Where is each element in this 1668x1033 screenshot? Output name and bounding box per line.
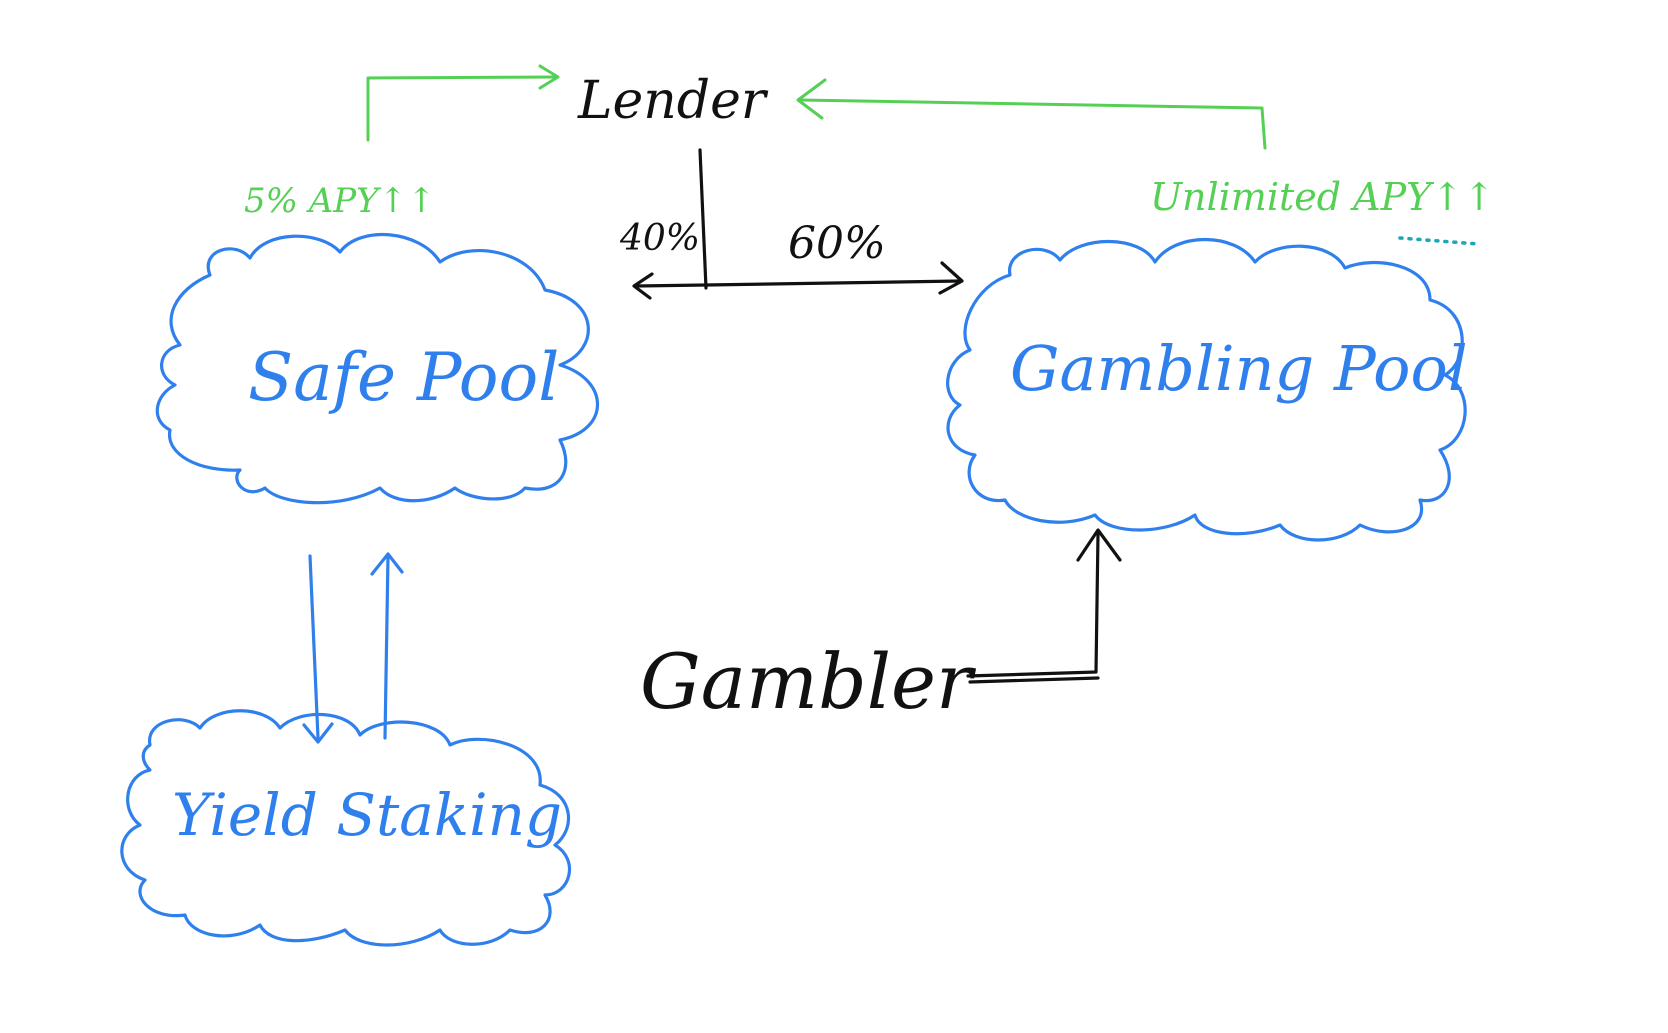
lender-label: Lender [577, 71, 769, 131]
staking-to-safe-arrow [383, 554, 390, 740]
safe-return-arrowhead [538, 64, 560, 90]
gambler-label: Gambler [640, 637, 977, 726]
safe-to-staking-arrowhead [302, 722, 334, 744]
safe-return-line [366, 75, 557, 142]
safe-pool-label: Safe Pool [248, 339, 559, 416]
apy-dotted-underline [1398, 236, 1480, 246]
gambling-pool-cloud [946, 237, 1467, 542]
safe-to-staking-arrow [308, 554, 320, 740]
split-arrow-right [704, 279, 962, 287]
gambling-pool-label: Gambling Pool [1010, 332, 1468, 405]
yield-staking-label: Yield Staking [172, 781, 562, 849]
yield-staking-cloud [120, 709, 572, 947]
split-right-percent-label: 60% [788, 218, 886, 269]
gambling-return-line [798, 98, 1267, 150]
split-arrow-left [634, 283, 708, 288]
gambler-arrowhead [1076, 528, 1122, 562]
split-left-percent-label: 40% [619, 218, 700, 259]
gambler-arrow-line [966, 532, 1100, 678]
split-arrowhead-right [938, 261, 964, 295]
staking-to-safe-arrowhead [370, 552, 404, 576]
safe-pool-cloud [155, 232, 599, 505]
lender-stem-line [698, 148, 708, 290]
gambling-apy-label: Unlimited APY↑↑ [1150, 175, 1495, 219]
gambler-arrow-line-double [968, 676, 1100, 684]
split-arrowhead-left [632, 272, 654, 300]
safe-apy-label: 5% APY↑↑ [244, 181, 436, 221]
gambling-return-arrowhead [796, 78, 827, 120]
